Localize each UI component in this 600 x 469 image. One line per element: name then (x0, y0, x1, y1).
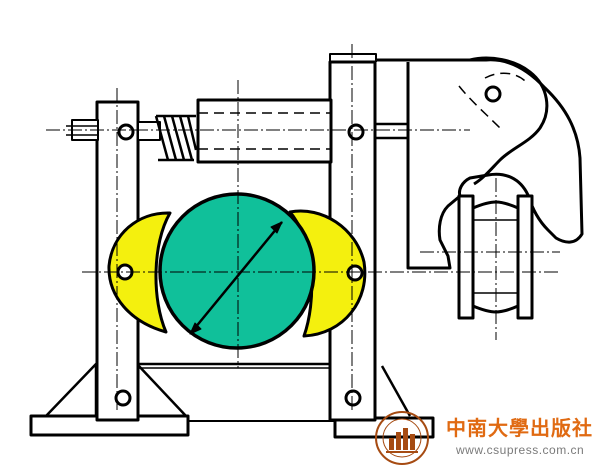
release-lever (469, 56, 549, 186)
roller-right-flange (516, 194, 534, 320)
thruster-cylinder (196, 98, 333, 164)
brake-wheel (158, 192, 316, 350)
wheel-diameter-line (189, 221, 283, 335)
roller-left-flange (457, 194, 475, 320)
center-lines (46, 44, 560, 412)
left-gusset-inner (136, 363, 187, 417)
right-gusset-inner (380, 365, 412, 417)
left-gusset (45, 362, 98, 417)
compression-spring (154, 114, 198, 162)
lever-housing (376, 58, 584, 270)
